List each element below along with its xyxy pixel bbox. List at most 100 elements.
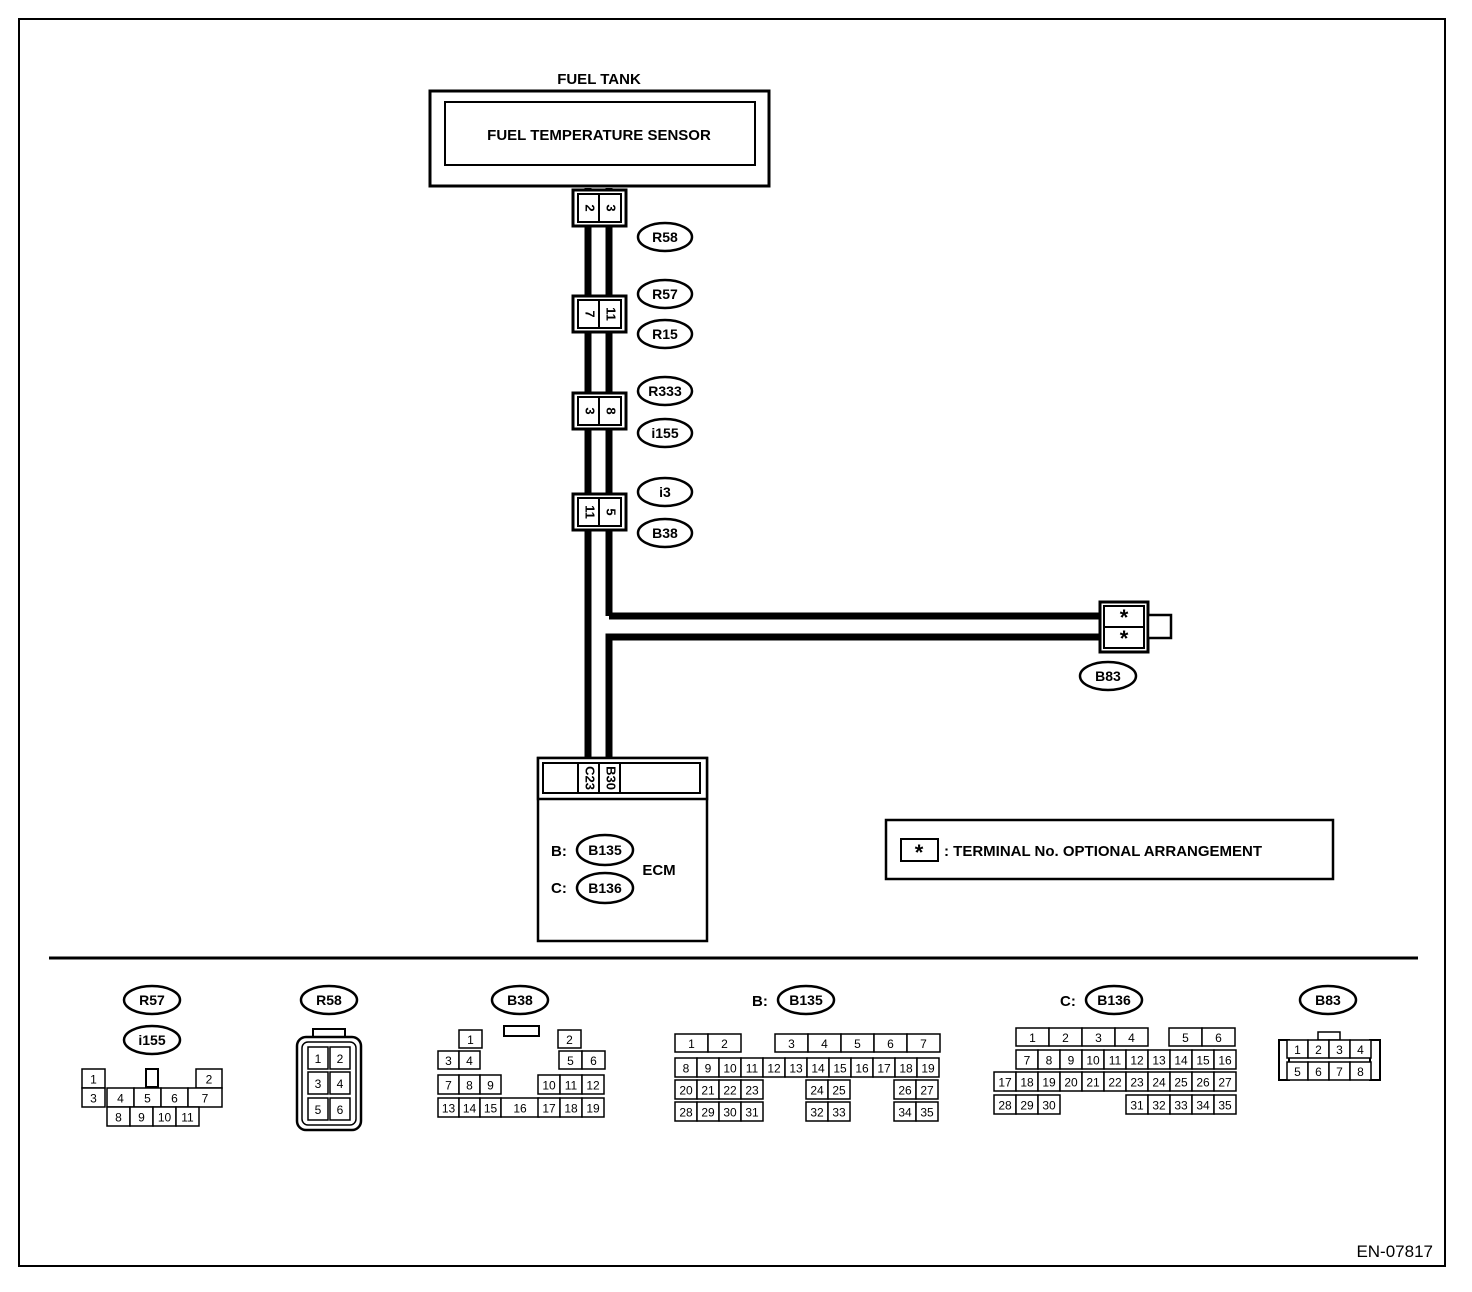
- pin-number: 4: [466, 1054, 473, 1068]
- pin-number: 22: [1108, 1076, 1122, 1090]
- pin-number: 33: [832, 1106, 846, 1120]
- pin-number: 28: [679, 1106, 693, 1120]
- connector-id-oval: B38: [490, 984, 550, 1016]
- connector-pin-cell: 8: [1349, 1061, 1372, 1081]
- connector-block-r333-i155: 3 8: [571, 391, 628, 431]
- svg-text:R333: R333: [648, 383, 682, 399]
- connector-pin-cell: 9: [696, 1057, 720, 1078]
- connector-pin-cell: 6: [873, 1033, 908, 1053]
- connector-pin-cell: 9: [1059, 1049, 1083, 1070]
- connector-pin-cell: 14: [458, 1097, 481, 1118]
- pin-number: 10: [158, 1111, 172, 1125]
- pin-number: 17: [998, 1076, 1012, 1090]
- document-code: EN-07817: [1356, 1242, 1433, 1261]
- connector-pin-cell: 4: [1349, 1039, 1372, 1059]
- pin-number: 1: [467, 1033, 474, 1047]
- svg-text:R57: R57: [652, 286, 678, 302]
- connector-pin-cell: 1: [458, 1029, 483, 1049]
- connector-pin-cell: 4: [1114, 1027, 1149, 1047]
- connector-pin-cell: 2: [707, 1033, 742, 1053]
- pin-number: 8: [1357, 1065, 1364, 1079]
- pin-number: 7: [1336, 1065, 1343, 1079]
- pin-number: 4: [1128, 1031, 1135, 1045]
- connector-pin-cell: 11: [1103, 1049, 1127, 1070]
- pin-number: 35: [1218, 1099, 1232, 1113]
- pin-number: 30: [1042, 1099, 1056, 1113]
- connector-id-oval: R57: [122, 984, 182, 1016]
- pin-number: 16: [513, 1102, 527, 1116]
- pin-label: 3: [604, 204, 619, 211]
- connector-pin-cell: 29: [696, 1101, 720, 1122]
- pin-number: 34: [898, 1106, 912, 1120]
- svg-text:B135: B135: [789, 992, 823, 1008]
- pin-number: 14: [463, 1102, 477, 1116]
- pin-number: 5: [144, 1092, 151, 1106]
- pin-number: 2: [566, 1033, 573, 1047]
- pin-number: 2: [721, 1037, 728, 1051]
- connector-id-oval: i155: [636, 417, 694, 449]
- fuel-tank-label: FUEL TANK: [557, 71, 641, 88]
- pin-number: 5: [854, 1037, 861, 1051]
- connector-id-oval: B83: [1078, 660, 1138, 692]
- pin-number: 24: [810, 1084, 824, 1098]
- pin-number: 7: [445, 1079, 452, 1093]
- connector-pin-cell: 24: [1147, 1071, 1171, 1092]
- fuel-tank-box: [428, 89, 771, 188]
- connector-id-oval: B38: [636, 517, 694, 549]
- connector-pin-cell: 6: [1307, 1061, 1330, 1081]
- pin-number: 27: [1218, 1076, 1232, 1090]
- pin-number: 8: [1046, 1054, 1053, 1068]
- pin-number: 14: [811, 1062, 825, 1076]
- pin-number: 6: [171, 1092, 178, 1106]
- pin-label: 11: [583, 505, 598, 519]
- connector-pin-cell: 34: [893, 1101, 917, 1122]
- pin-number: 7: [920, 1037, 927, 1051]
- connector-pin-cell: 6: [1201, 1027, 1236, 1047]
- connector-pin-cell: 19: [581, 1097, 605, 1118]
- connector-pin-cell: 6: [329, 1097, 351, 1121]
- pin-label: 5: [604, 508, 619, 515]
- pin-number: 12: [1130, 1054, 1144, 1068]
- connector-pin-cell: 5: [558, 1050, 583, 1070]
- connector-pin-cell: 19: [1037, 1071, 1061, 1092]
- pin-label: 8: [604, 407, 619, 414]
- pin-number: 1: [90, 1073, 97, 1087]
- pin-number: 24: [1152, 1076, 1166, 1090]
- connector-id-oval: R58: [636, 221, 694, 253]
- pin-label: 7: [583, 310, 598, 317]
- pin-number: 5: [1294, 1065, 1301, 1079]
- connector-pin-cell: 3: [307, 1071, 329, 1095]
- pin-number: 13: [442, 1102, 456, 1116]
- pin-number: 19: [586, 1102, 600, 1116]
- pin-number: 10: [723, 1062, 737, 1076]
- pin-number: 15: [1196, 1054, 1210, 1068]
- pin-number: 23: [1130, 1076, 1144, 1090]
- connector-pin-cell: 5: [1168, 1027, 1203, 1047]
- connector-id-oval: R333: [636, 375, 694, 407]
- connector-pin-cell: 25: [1169, 1071, 1193, 1092]
- svg-text:B83: B83: [1315, 992, 1341, 1008]
- pin-label: *: [1120, 626, 1129, 651]
- connector-pin-cell: 10: [152, 1106, 177, 1127]
- pin-number: 6: [1215, 1031, 1222, 1045]
- connector-pin-cell: 3: [1328, 1039, 1351, 1059]
- connector-pin-cell: 9: [129, 1106, 154, 1127]
- pin-number: 18: [899, 1062, 913, 1076]
- ecm-unit: C23 B30 B: B135 C: B136 ECM: [536, 756, 709, 943]
- connector-pin-cell: 3: [1081, 1027, 1116, 1047]
- connector-pin-cell: 9: [479, 1074, 502, 1095]
- pin-number: 32: [810, 1106, 824, 1120]
- connector-pin-cell: 25: [827, 1079, 851, 1100]
- pin-number: 3: [315, 1077, 322, 1091]
- connector-pin-cell: 12: [581, 1074, 605, 1095]
- connector-pin-cell: 4: [106, 1087, 135, 1108]
- connector-pin-cell: 5: [1286, 1061, 1309, 1081]
- pin-number: 34: [1196, 1099, 1210, 1113]
- svg-text:R58: R58: [316, 992, 342, 1008]
- ecm-pin-label: B30: [604, 766, 619, 790]
- connector-pin-cell: 4: [458, 1050, 481, 1070]
- connector-pin-cell: 26: [893, 1079, 917, 1100]
- connector-pin-cell: 8: [1037, 1049, 1061, 1070]
- pin-number: 15: [484, 1102, 498, 1116]
- pin-number: 14: [1174, 1054, 1188, 1068]
